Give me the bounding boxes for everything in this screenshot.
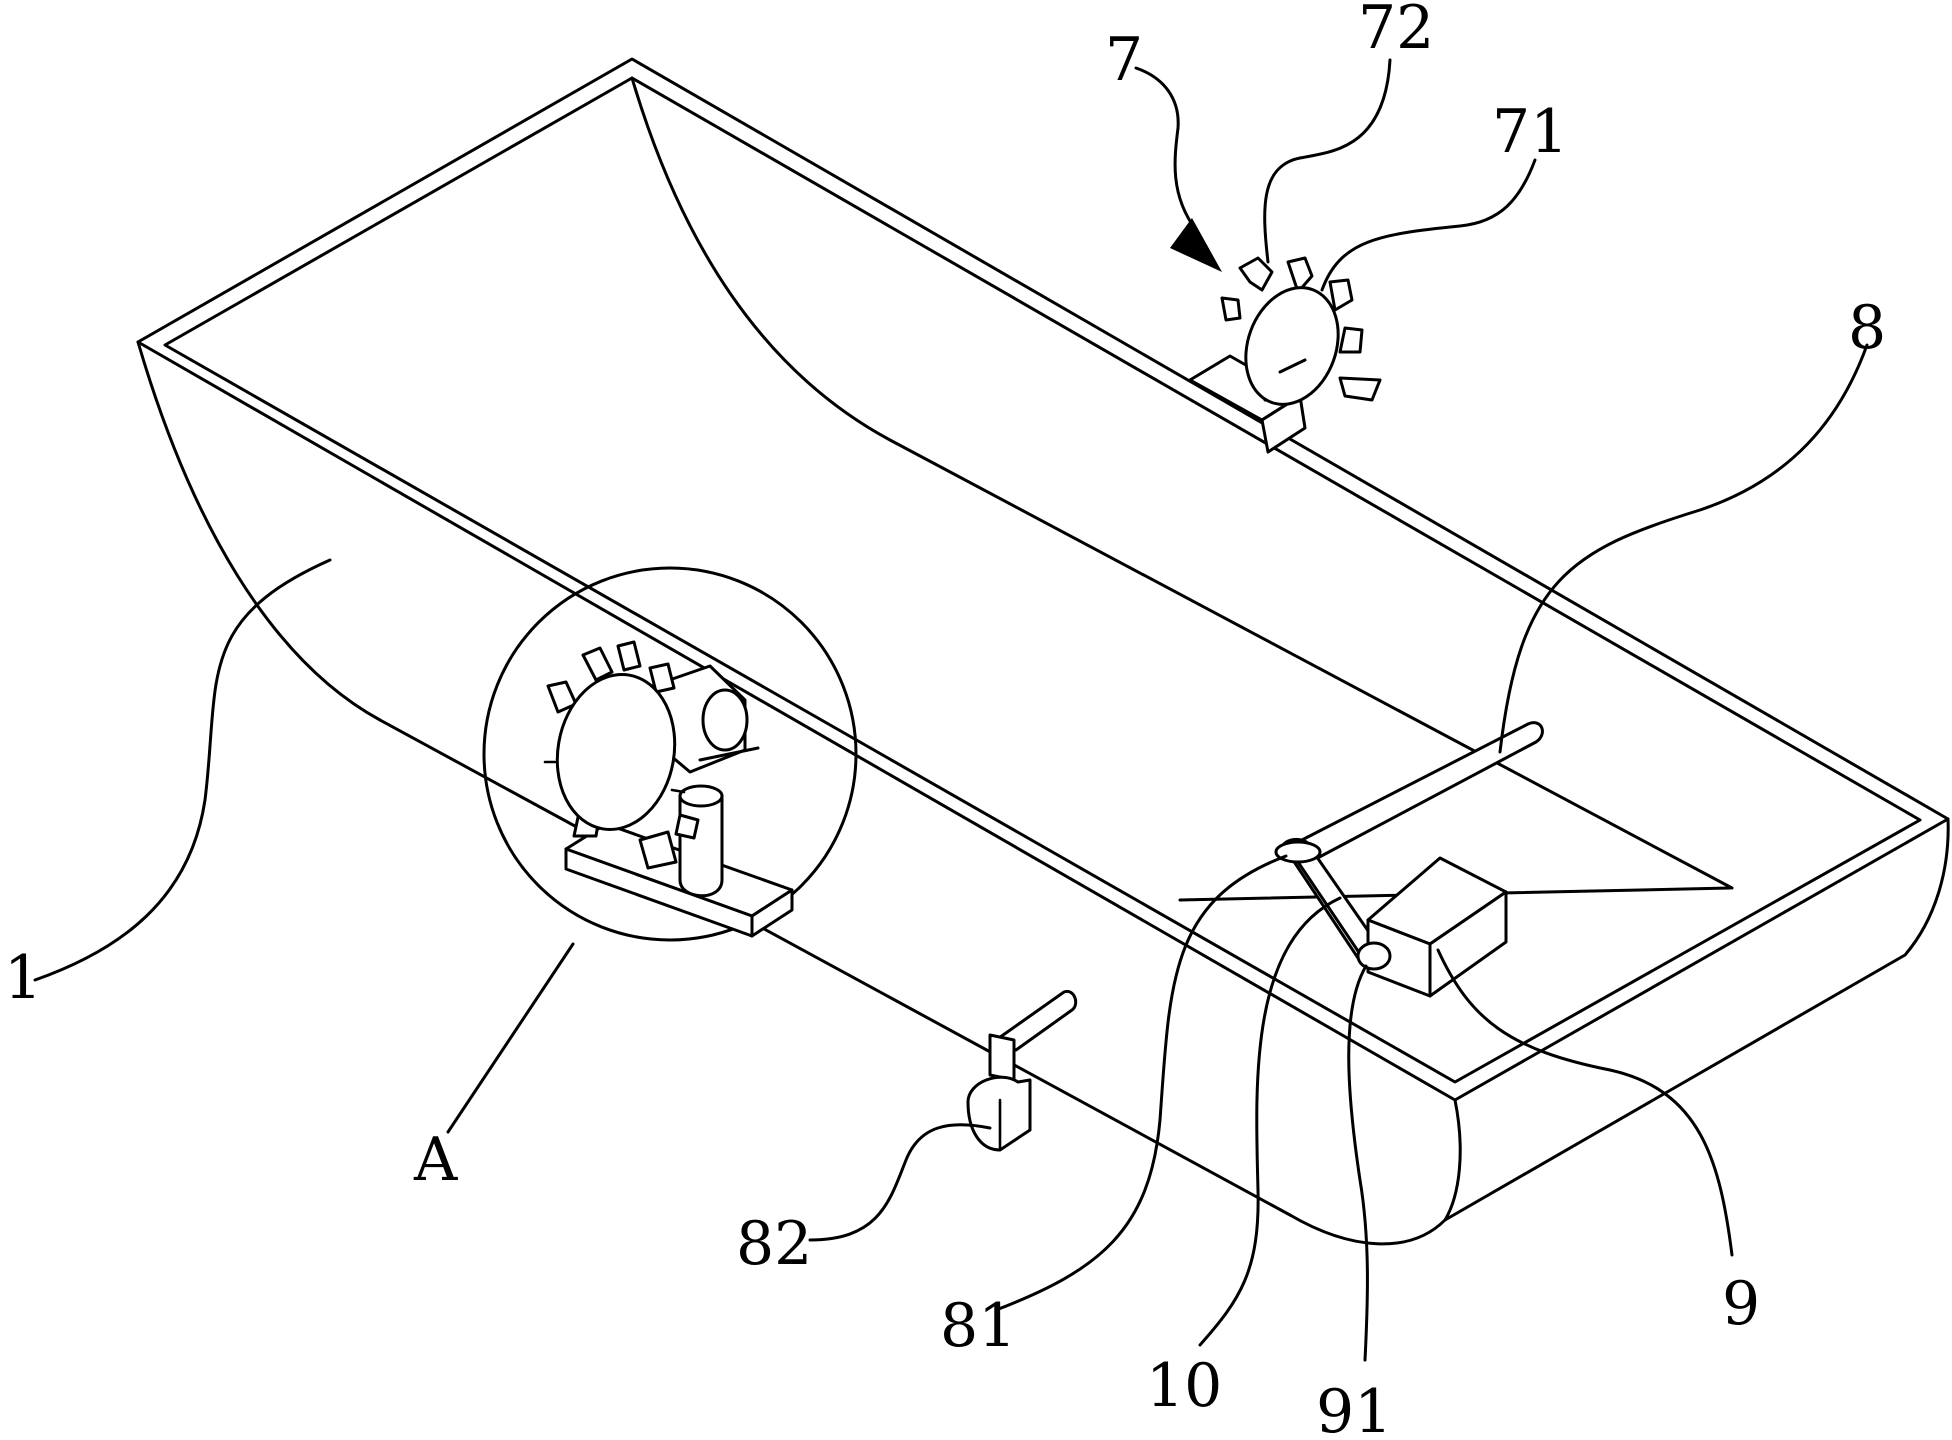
leader-lines	[33, 58, 1869, 1362]
wheel-paddle	[1286, 256, 1314, 294]
detail-shaft	[698, 746, 760, 762]
leader-81	[994, 854, 1288, 1312]
motor-cylinder-top	[678, 784, 724, 808]
label-1: 1	[4, 943, 42, 1013]
leader-1	[33, 558, 332, 982]
leader-9	[1436, 948, 1734, 1257]
pulley-91	[1356, 941, 1392, 971]
trough-bottom-curve	[1288, 1213, 1447, 1246]
wheel-paddle	[1338, 326, 1364, 354]
leader-A	[446, 942, 575, 1134]
wheel-hub-axle	[1278, 358, 1307, 374]
detail-wheel-paddle	[638, 830, 678, 870]
label-8: 8	[1848, 293, 1886, 363]
trough-outer-rim	[136, 57, 1950, 1102]
mounting-plate-end	[750, 888, 794, 938]
rod-8	[1296, 721, 1544, 864]
callout-labels: 1 7 72 71 8 A 82 81 10 91 9	[4, 0, 1886, 1440]
label-7: 7	[1105, 25, 1143, 95]
trough-right-end-cap	[1443, 817, 1950, 1222]
label-82: 82	[736, 1209, 812, 1279]
trough-inner-curve	[630, 76, 1734, 890]
label-A: A	[413, 1125, 458, 1195]
trough-inner-rim	[163, 76, 1922, 1084]
detail-wheel-paddle	[674, 813, 700, 840]
label-71: 71	[1492, 97, 1568, 167]
pedal-post	[988, 1033, 1016, 1082]
label-81: 81	[940, 1291, 1016, 1361]
detail-circle-A	[482, 566, 858, 942]
wheel-paddle	[1338, 376, 1382, 402]
wheel-disk	[1244, 286, 1340, 406]
wheel-paddle	[1328, 278, 1354, 312]
leader-10	[1198, 896, 1342, 1347]
wheel-paddle	[1220, 296, 1242, 322]
detail-wheel-paddle	[581, 646, 614, 682]
leader-91	[1347, 964, 1369, 1362]
rod-pivot-81	[1274, 840, 1322, 864]
paddle-wheel-assembly-7	[1188, 256, 1382, 454]
detail-wheel-paddle	[616, 640, 642, 672]
detail-wheel-spoke	[670, 788, 686, 794]
wheel-paddle	[1238, 256, 1274, 292]
label-9: 9	[1722, 1269, 1760, 1339]
pedal-82	[966, 989, 1078, 1152]
leader-72	[1263, 58, 1392, 264]
arrow-7-head	[1170, 218, 1222, 272]
trough-body	[136, 57, 1950, 1246]
detail-circle	[482, 566, 858, 942]
label-10: 10	[1146, 1351, 1222, 1421]
label-72: 72	[1358, 0, 1434, 63]
drive-assembly	[1274, 721, 1544, 998]
pedal-arm	[994, 989, 1078, 1052]
leader-71	[1320, 158, 1537, 292]
trough-left-end-curve	[136, 340, 1292, 1217]
detail-wheel-disk	[555, 673, 677, 831]
detail-gearbox-end	[701, 688, 749, 752]
leader-7	[1134, 66, 1198, 232]
label-91: 91	[1316, 1377, 1392, 1440]
detail-wheel-paddle	[648, 662, 676, 694]
leader-8	[1498, 343, 1869, 754]
motor-cylinder	[678, 794, 724, 898]
leader-82	[808, 1123, 992, 1242]
belt-line	[1296, 860, 1366, 962]
